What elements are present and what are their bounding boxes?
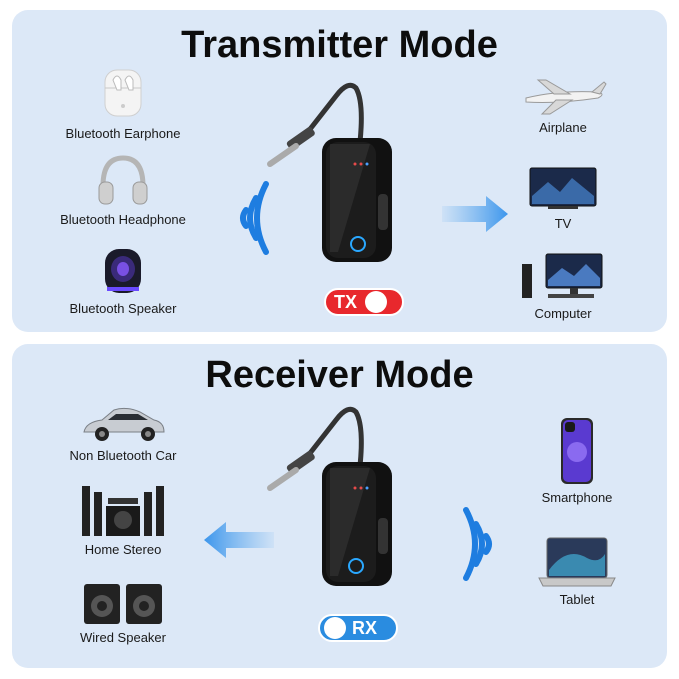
source-tablet: Tablet bbox=[502, 536, 652, 607]
smartphone-icon bbox=[561, 418, 593, 484]
tv-icon bbox=[529, 167, 597, 209]
output-non-bluetooth-car: Non Bluetooth Car bbox=[48, 402, 198, 463]
source-bluetooth-speaker: Bluetooth Speaker bbox=[48, 245, 198, 316]
target-label: TV bbox=[554, 216, 572, 231]
wired-speaker-icon bbox=[84, 584, 162, 624]
source-label: Bluetooth Earphone bbox=[65, 126, 181, 141]
receiver-title: Receiver Mode bbox=[205, 354, 474, 396]
arrow-left-icon bbox=[204, 522, 274, 558]
bluetooth-adapter-device bbox=[267, 82, 392, 262]
target-label: Airplane bbox=[539, 120, 587, 135]
source-label: Tablet bbox=[559, 592, 595, 607]
source-label: Bluetooth Headphone bbox=[60, 212, 186, 227]
signal-wave-icon bbox=[240, 181, 269, 255]
computer-icon bbox=[522, 253, 603, 298]
target-label: Computer bbox=[534, 306, 592, 321]
source-smartphone: Smartphone bbox=[502, 416, 652, 505]
output-home-stereo: Home Stereo bbox=[48, 482, 198, 557]
transmitter-title: Transmitter Mode bbox=[181, 24, 498, 66]
speaker-icon bbox=[105, 249, 141, 293]
source-bluetooth-headphone: Bluetooth Headphone bbox=[48, 152, 198, 227]
home-stereo-icon bbox=[82, 486, 164, 536]
airplane-icon bbox=[525, 79, 607, 115]
output-label: Home Stereo bbox=[84, 542, 162, 557]
target-airplane: Airplane bbox=[488, 76, 638, 135]
badge-text: TX bbox=[334, 291, 358, 312]
rx-mode-badge: RX bbox=[318, 614, 398, 642]
car-icon bbox=[83, 407, 165, 441]
tx-mode-badge: TX bbox=[324, 288, 404, 316]
transmitter-panel: Transmitter Mode Bluetooth Earphone Blue… bbox=[12, 10, 667, 332]
target-tv: TV bbox=[488, 166, 638, 231]
signal-wave-icon bbox=[463, 507, 492, 581]
headphone-icon bbox=[98, 155, 148, 205]
source-bluetooth-earphone: Bluetooth Earphone bbox=[48, 66, 198, 141]
output-label: Non Bluetooth Car bbox=[69, 448, 177, 463]
toggle-knob bbox=[324, 617, 346, 639]
bluetooth-adapter-device bbox=[267, 406, 392, 586]
toggle-knob bbox=[365, 291, 388, 313]
earbuds-case-icon bbox=[104, 69, 142, 117]
source-label: Smartphone bbox=[541, 490, 613, 505]
receiver-panel: Receiver Mode Non Bluetooth Car Home Ste… bbox=[12, 344, 667, 668]
arrow-right-icon bbox=[442, 196, 508, 232]
output-wired-speaker: Wired Speaker bbox=[48, 582, 198, 645]
laptop-icon bbox=[538, 537, 616, 587]
badge-text: RX bbox=[352, 617, 378, 638]
source-label: Bluetooth Speaker bbox=[69, 301, 177, 316]
target-computer: Computer bbox=[488, 252, 638, 321]
output-label: Wired Speaker bbox=[80, 630, 166, 645]
